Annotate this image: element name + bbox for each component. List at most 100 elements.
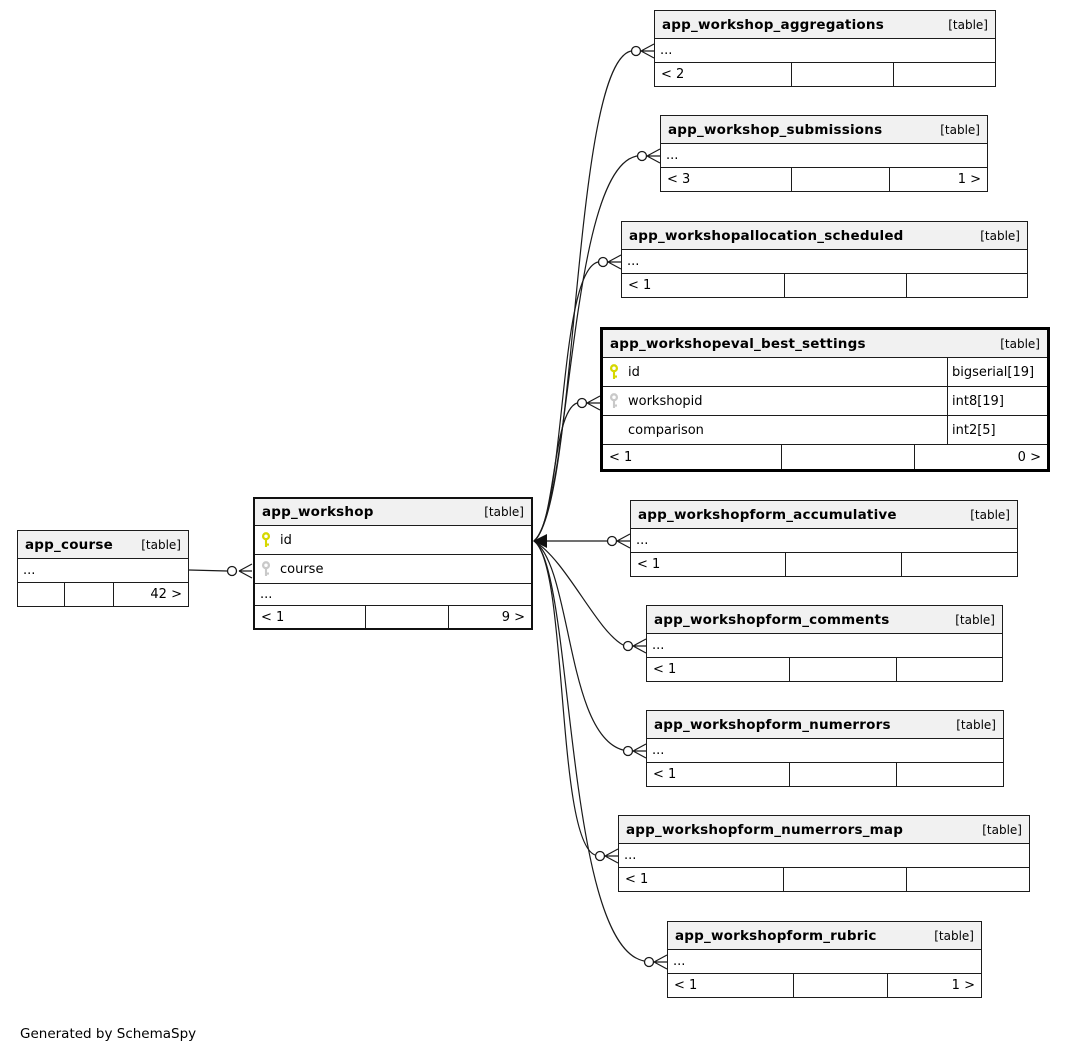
table-header: app_workshopform_numerrors [table] — [647, 711, 1003, 739]
column-row-comparison: comparison — [603, 416, 947, 445]
table-tag: [table] — [970, 507, 1010, 522]
table-name[interactable]: app_workshopform_numerrors — [654, 716, 891, 733]
table-tag: [table] — [484, 505, 524, 519]
table-footer: < 1 — [647, 763, 1003, 786]
footer-children-count: < 1 — [261, 609, 285, 625]
table-tag: [table] — [980, 228, 1020, 243]
table-app_workshopform_numerrors_map: app_workshopform_numerrors_map [table] .… — [618, 815, 1030, 892]
crowfoot-eval — [586, 395, 601, 411]
table-name[interactable]: app_workshopeval_best_settings — [610, 335, 866, 352]
column-row-id: id — [603, 358, 947, 387]
column-row-course: course — [255, 555, 531, 584]
footer-middle-cell — [791, 63, 893, 86]
optional-circle-numerrors — [622, 745, 634, 757]
footer-middle-cell — [780, 445, 914, 469]
table-app_workshopform_comments: app_workshopform_comments [table] ... < … — [646, 605, 1003, 682]
table-tag: [table] — [955, 612, 995, 627]
column-name: id — [628, 364, 640, 380]
column-name: comparison — [628, 422, 704, 438]
table-tag: [table] — [934, 928, 974, 943]
footer-parents-count — [893, 63, 995, 86]
primary-key-icon — [609, 363, 619, 381]
elided-columns-row: ... — [655, 39, 995, 63]
table-footer: < 1 9 > — [255, 606, 531, 628]
crowfoot-allocation — [607, 254, 622, 270]
optional-circle-rubric — [643, 956, 655, 968]
table-name[interactable]: app_workshop — [262, 504, 374, 520]
table-footer: < 2 — [655, 63, 995, 86]
footer-middle-cell — [789, 763, 896, 786]
optional-circle-numerrors-map — [594, 850, 606, 862]
relationship-line-numerrors-map — [533, 540, 596, 856]
column-row-workshopid: workshopid — [603, 387, 947, 416]
table-name[interactable]: app_workshopform_accumulative — [638, 506, 897, 523]
table-footer: < 3 1 > — [661, 168, 987, 191]
footer-parents-count: 0 > — [913, 445, 1047, 469]
table-tag: [table] — [940, 122, 980, 137]
table-footer: < 1 — [647, 658, 1002, 681]
table-name[interactable]: app_workshopform_comments — [654, 611, 890, 628]
no-key-spacer — [609, 422, 619, 439]
table-header: app_workshopform_accumulative [table] — [631, 501, 1017, 529]
table-footer: < 1 — [622, 274, 1027, 297]
footer-parents-count — [901, 553, 1017, 576]
footer-middle-cell — [793, 974, 887, 997]
footer-children-count: < 1 — [625, 872, 649, 887]
relationship-line-course — [188, 569, 228, 572]
optional-circle-course — [226, 565, 238, 577]
table-tag: [table] — [956, 717, 996, 732]
crowfoot-comments — [632, 638, 647, 654]
elided-columns-row: ... — [631, 529, 1017, 553]
crowfoot-aggregations — [640, 43, 655, 59]
table-app_workshopform_rubric: app_workshopform_rubric [table] ... < 1 … — [667, 921, 982, 998]
table-name[interactable]: app_course — [25, 536, 113, 553]
elided-columns-row: ... — [668, 950, 981, 974]
optional-circle-allocation — [597, 256, 609, 268]
table-name[interactable]: app_workshop_submissions — [668, 121, 883, 138]
footer-middle-cell — [785, 553, 901, 576]
elided-columns-row: ... — [647, 634, 1002, 658]
table-header: app_workshop_aggregations [table] — [655, 11, 995, 39]
elided-columns-row: ... — [619, 844, 1029, 868]
relationship-line-numerrors — [533, 540, 624, 751]
footer-middle-cell — [63, 583, 113, 606]
footer-children-count: < 2 — [661, 67, 685, 82]
footer-middle-cell — [791, 168, 889, 191]
table-footer: < 1 — [619, 868, 1029, 891]
hub-arrowhead-workshop-id — [533, 534, 547, 548]
foreign-key-icon — [609, 392, 619, 410]
elided-columns-row: ... — [661, 144, 987, 168]
footer-middle-cell — [783, 868, 906, 891]
footer-children-count: < 1 — [674, 978, 698, 993]
table-name[interactable]: app_workshop_aggregations — [662, 16, 884, 33]
table-footer: 42 > — [18, 583, 188, 606]
primary-key-icon — [261, 531, 271, 549]
footer-parents-count — [905, 274, 1028, 297]
table-app_workshopform_accumulative: app_workshopform_accumulative [table] ..… — [630, 500, 1018, 577]
column-type: bigserial[19] — [947, 358, 1047, 387]
optional-circle-submissions — [636, 150, 648, 162]
table-name[interactable]: app_workshopallocation_scheduled — [629, 227, 904, 244]
table-tag: [table] — [141, 537, 181, 552]
crowfoot-numerrors-map — [604, 848, 619, 864]
crowfoot-numerrors — [632, 743, 647, 759]
table-header: app_workshopform_comments [table] — [647, 606, 1002, 634]
footer-children-count: < 1 — [609, 449, 633, 465]
crowfoot-rubric — [653, 954, 668, 970]
crowfoot-accumulative — [616, 533, 631, 549]
table-name[interactable]: app_workshopform_rubric — [675, 927, 877, 944]
table-header: app_workshopform_numerrors_map [table] — [619, 816, 1029, 844]
crowfoot-course — [238, 563, 253, 579]
footer-middle-cell — [789, 658, 896, 681]
column-row-id: id — [255, 526, 531, 555]
table-app_workshop_submissions: app_workshop_submissions [table] ... < 3… — [660, 115, 988, 192]
footer-middle-cell — [784, 274, 906, 297]
table-header: app_workshopallocation_scheduled [table] — [622, 222, 1027, 250]
column-name: workshopid — [628, 393, 703, 409]
table-name[interactable]: app_workshopform_numerrors_map — [626, 821, 904, 838]
footer-parents-count: 1 > — [887, 974, 981, 997]
table-app_course: app_course [table] ... 42 > — [17, 530, 189, 607]
column-rows: id bigserial[19] workshopid int8[19] com… — [603, 358, 1047, 445]
footer-children-count: < 1 — [653, 767, 677, 782]
table-app_workshop_aggregations: app_workshop_aggregations [table] ... < … — [654, 10, 996, 87]
